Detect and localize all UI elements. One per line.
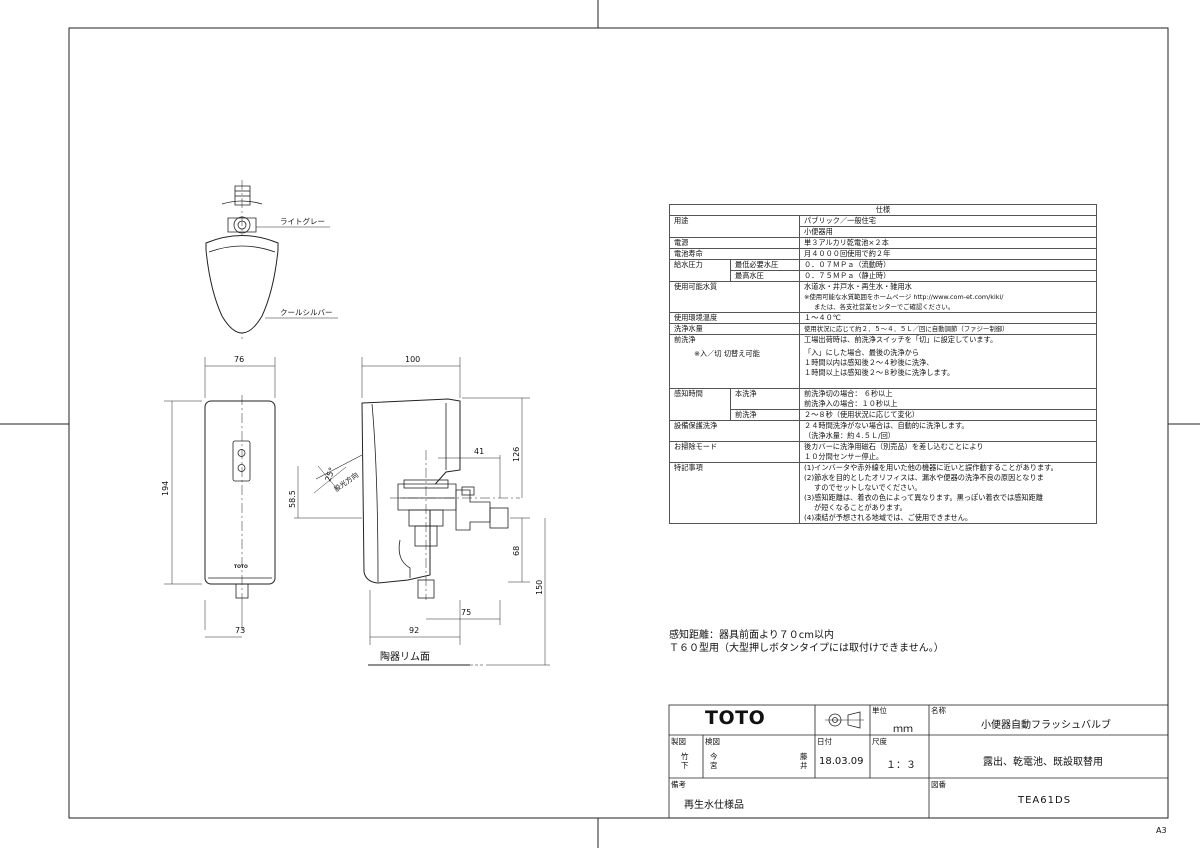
- spec-cleaning-2: １０分間センサー停止。: [804, 452, 884, 461]
- spec-pre-sub: ※入／切 切替え可能: [694, 349, 760, 358]
- spec-notes-4: (3)感知距離は、着衣の色によって異なります。黒っぽい着衣では感知距離: [804, 493, 1043, 502]
- dim-150: 150: [535, 580, 544, 595]
- spec-pressure-min-label: 最低必要水圧: [730, 259, 800, 271]
- scale-label: 尺度: [872, 737, 887, 746]
- dim-194: 194: [161, 481, 170, 496]
- unit-label: 単位: [872, 706, 887, 715]
- unit-value: ｍｍ: [893, 724, 913, 735]
- spec-protect-label: 設備保護洗浄: [669, 420, 800, 442]
- spec-use-2: 小便器用: [799, 226, 1097, 238]
- spec-battery: 月４０００回使用で約２年: [799, 248, 1097, 260]
- spec-protect-1: ２４時間洗浄がない場合は、自動的に洗浄します。: [804, 421, 969, 430]
- spec-notes-2: (2)節水を目的としたオリフィスは、漏水や便器の洗浄不良の原因となりま: [804, 473, 1044, 482]
- date-value: 18.03.09: [819, 756, 864, 767]
- spec-protect-2: （洗浄水量：約４.５Ｌ/回）: [804, 431, 895, 440]
- spec-pressure-label: 給水圧力: [669, 259, 731, 282]
- drawing-border: [68, 27, 1169, 819]
- spec-table: 仕様 用途 パブリック／一般住宅 小便器用 電源 単３アルカリ乾電池×２本 電池…: [669, 204, 1097, 524]
- spec-power: 単３アルカリ乾電池×２本: [799, 237, 1097, 249]
- remarks-value: 再生水仕様品: [684, 800, 744, 811]
- title-subtitle: 露出、乾電池、既設取替用: [983, 757, 1103, 768]
- toto-logo: TOTO: [705, 707, 766, 729]
- top-view: [205, 180, 338, 340]
- dim-75: 75: [461, 608, 471, 617]
- spec-pre-2: 「入」にした場合、最後の洗浄から: [804, 348, 920, 357]
- dim-100: 100: [405, 355, 420, 364]
- checked-value-1: 今宮: [710, 752, 718, 770]
- spec-title: 仕様: [669, 204, 1097, 216]
- projection-symbol: [825, 711, 864, 729]
- drawing-number: TEA61DS: [1018, 795, 1072, 806]
- drawn-value: 竹下: [681, 752, 689, 770]
- spec-pressure-max-label: 最高水圧: [730, 270, 800, 282]
- spec-temp: １～４０℃: [799, 312, 1097, 324]
- dim-41: 41: [474, 447, 484, 456]
- name-value: 小便器自動フラッシュバルブ: [981, 720, 1111, 731]
- spec-pressure-max: ０．７５ＭＰａ（静止時）: [799, 270, 1097, 282]
- dim-25: 25°: [323, 466, 336, 482]
- spec-flush-label: 洗浄水量: [669, 323, 800, 335]
- spec-sense-main-2: 前洗浄入の場合：１０秒以上: [804, 399, 898, 408]
- spec-sense-main-1: 前洗浄切の場合： ６秒以上: [804, 389, 893, 398]
- name-label: 名称: [931, 706, 946, 715]
- date-label: 日付: [817, 737, 832, 746]
- checked-value-2: 藤井: [800, 752, 808, 770]
- note-sensing-distance: 感知距離：器具前面より７０cm以内: [669, 630, 835, 641]
- spec-water-2: ※使用可能な水質範囲をホームページ http://www.com-et.com/…: [804, 293, 1004, 301]
- spec-pre-4: １時間以上は感知後２～８秒後に洗浄します。: [804, 368, 955, 377]
- spec-notes-1: (1)インバータや赤外線を用いた他の機器に近いと誤作動することがあります。: [804, 463, 1058, 472]
- checked-label: 検図: [705, 737, 720, 746]
- spec-sense-main-label: 本洗浄: [730, 388, 800, 410]
- dim-68: 68: [512, 546, 521, 556]
- spec-sense-label: 感知時間: [669, 388, 731, 421]
- drawn-label: 製図: [671, 737, 686, 746]
- sheet-size: A3: [1156, 826, 1167, 835]
- spec-power-label: 電源: [669, 237, 800, 249]
- spec-pressure-min: ０．０７ＭＰａ（流動時）: [799, 259, 1097, 271]
- callout-cool-silver: クールシルバー: [280, 308, 333, 317]
- front-view: [164, 357, 276, 638]
- spec-sense-pre: ２～８秒（使用状況に応じて変化）: [799, 409, 1097, 421]
- spec-pre-1: 工場出荷時は、前洗浄スイッチを「切」に設定しています。: [804, 335, 998, 344]
- front-brand-mark: TOTO: [234, 564, 248, 570]
- scale-value: １：３: [886, 760, 916, 771]
- dim-58-5: 58.5: [288, 490, 297, 508]
- callout-light-gray: ライトグレー: [280, 216, 325, 226]
- callout-light-direction: 投光方向: [332, 470, 360, 493]
- title-block-grid: [668, 704, 1169, 819]
- callout-rim-surface: 陶器リム面: [380, 650, 430, 663]
- spec-notes-label: 特記事項: [669, 462, 800, 524]
- spec-water-3: または、各支社営業センターでご確認ください。: [814, 303, 955, 311]
- spec-notes-3: すのでセットしないでください。: [814, 483, 922, 492]
- spec-use-1: パブリック／一般住宅: [799, 215, 1097, 227]
- dim-76: 76: [234, 355, 244, 364]
- spec-notes-5: が短くなることがあります。: [814, 503, 907, 512]
- spec-sense-pre-label: 前洗浄: [730, 409, 800, 421]
- spec-use-label: 用途: [669, 215, 800, 238]
- spec-cleaning-1: 後カバーに洗浄用磁石（別売品）を差し込むことにより: [804, 442, 984, 451]
- spec-notes-6: (4)凍結が予想される地域では、ご使用できません。: [804, 513, 973, 522]
- side-view: [294, 357, 550, 666]
- remarks-label: 備考: [671, 780, 686, 789]
- spec-flush: 使用状況に応じて約２．５～４．５Ｌ／回に自動調節（ファジー制御）: [799, 323, 1097, 335]
- drawing-number-label: 図番: [931, 780, 946, 789]
- dim-126: 126: [512, 447, 521, 462]
- note-model: Ｔ６０型用（大型押しボタンタイプには取付けできません。）: [669, 643, 944, 654]
- spec-temp-label: 使用環境温度: [669, 312, 800, 324]
- dim-73: 73: [235, 626, 245, 635]
- spec-pre-label: 前洗浄: [674, 335, 696, 344]
- spec-cleaning-label: お掃除モード: [669, 441, 800, 463]
- spec-water-1: 水道水・井戸水・再生水・雑用水: [804, 282, 912, 291]
- spec-battery-label: 電池寿命: [669, 248, 800, 260]
- dim-92: 92: [409, 626, 419, 635]
- spec-pre-3: １時間以内は感知後２～４秒後に洗浄、: [804, 358, 934, 367]
- spec-water-label: 使用可能水質: [669, 281, 800, 313]
